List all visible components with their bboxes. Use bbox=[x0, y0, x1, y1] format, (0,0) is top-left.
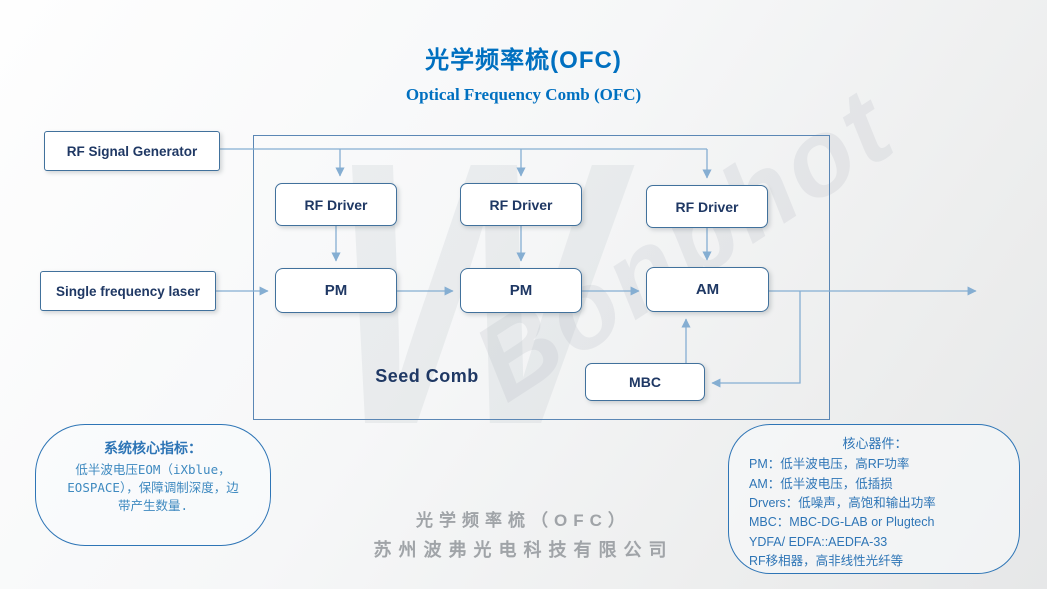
callout-right-line: MBC：MBC-DG-LAB or Plugtech bbox=[749, 515, 935, 530]
callout-right-line: YDFA/ EDFA::AEDFA-33 bbox=[749, 534, 888, 549]
node-am: AM bbox=[646, 267, 769, 312]
page-title-en: Optical Frequency Comb (OFC) bbox=[405, 85, 642, 104]
node-rf-driver-3: RF Driver bbox=[646, 185, 768, 228]
seed-comb-boundary bbox=[253, 135, 830, 420]
callout-core-components: 核心器件： PM：低半波电压，高RF功率 AM：低半波电压，低插损 Drvers… bbox=[728, 424, 1020, 574]
callout-right-line: AM：低半波电压，低插损 bbox=[749, 476, 893, 491]
callout-left-body: 低半波电压EOM（iXblue， EOSPACE），保障调制深度，边 带产生数量… bbox=[67, 462, 239, 514]
footer-company-name: 苏州波弗光电科技有限公司 bbox=[373, 540, 674, 560]
callout-right-line: RF移相器，高非线性光纤等 bbox=[749, 554, 904, 569]
callout-right-title: 核心器件： bbox=[842, 436, 908, 451]
callout-right-line: Drvers：低噪声，高饱和输出功率 bbox=[749, 495, 936, 510]
node-mbc: MBC bbox=[585, 363, 705, 401]
seed-comb-label: Seed Comb bbox=[375, 366, 479, 386]
footer-product-name: 光学频率梳（OFC） bbox=[416, 511, 631, 530]
callout-left-title: 系统核心指标： bbox=[104, 440, 202, 456]
callout-system-metrics: 系统核心指标： 低半波电压EOM（iXblue， EOSPACE），保障调制深度… bbox=[35, 424, 271, 546]
node-rf-driver-1: RF Driver bbox=[275, 183, 397, 226]
node-rf-driver-2: RF Driver bbox=[460, 183, 582, 226]
node-rf-signal-generator: RF Signal Generator bbox=[44, 131, 220, 171]
node-pm-1: PM bbox=[275, 268, 397, 313]
node-pm-2: PM bbox=[460, 268, 582, 313]
page-title-zh: 光学频率梳(OFC) bbox=[425, 47, 622, 74]
node-single-frequency-laser: Single frequency laser bbox=[40, 271, 216, 311]
callout-right-line: PM：低半波电压，高RF功率 bbox=[749, 457, 910, 472]
